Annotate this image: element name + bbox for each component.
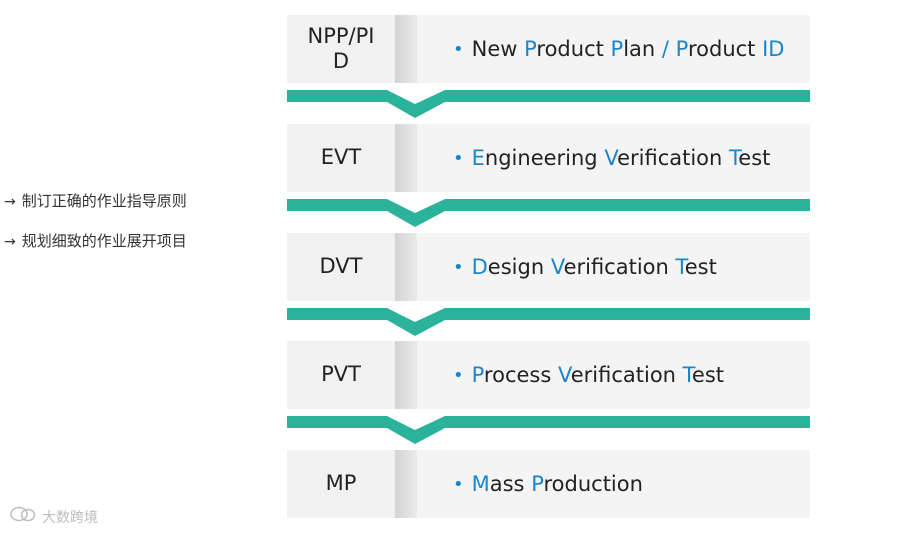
description-text-part: erification: [617, 146, 730, 170]
description-text-part: roduct: [687, 37, 763, 61]
stage-dvt: DVT • Design Verification Test: [287, 233, 810, 301]
stage-code: MP: [287, 450, 395, 518]
stage-fold: [395, 15, 417, 83]
highlighted-letter: T: [675, 255, 685, 279]
highlighted-letter: V: [604, 146, 618, 170]
chevron-connector: [287, 90, 810, 118]
description-text-part: est: [691, 363, 725, 387]
note-item: → 规划细致的作业展开项目: [4, 232, 187, 252]
description-text-part: rocess: [483, 363, 558, 387]
description-text-part: est: [684, 255, 717, 279]
bullet-icon: •: [453, 364, 464, 386]
highlighted-letter: P: [610, 37, 624, 61]
stage-description-text: Engineering Verification Test: [472, 146, 771, 170]
highlighted-letter: T: [682, 363, 692, 387]
description-text-part: [669, 37, 676, 61]
stage-code-line: PVT: [321, 362, 361, 387]
description-text-part: lan: [623, 37, 662, 61]
note-item: → 制订正确的作业指导原则: [4, 192, 187, 212]
stage-code-line: EVT: [320, 145, 362, 170]
stage-code-line: DVT: [319, 254, 363, 279]
stage-description: • Mass Production: [417, 450, 810, 518]
highlighted-letter: T: [729, 146, 739, 170]
stage-mp: MP • Mass Production: [287, 450, 810, 518]
highlighted-letter: V: [550, 255, 564, 279]
stage-evt: EVT • Engineering Verification Test: [287, 124, 810, 192]
description-text-part: ass: [489, 472, 532, 496]
highlighted-letter: P: [675, 37, 688, 61]
stage-code-line: NPP/PI: [307, 23, 375, 48]
description-text-part: est: [738, 146, 771, 170]
description-text-part: New: [471, 37, 525, 61]
chevron-connector: [287, 308, 810, 336]
highlighted-letter: D: [471, 255, 488, 279]
stage-description-text: Process Verification Test: [472, 363, 724, 387]
description-text-part: ngineering: [484, 146, 605, 170]
stage-fold: [395, 233, 417, 301]
description-text-part: roduction: [543, 472, 643, 496]
highlighted-letter: P: [471, 363, 484, 387]
stage-fold: [395, 124, 417, 192]
right-arrow-icon: →: [4, 194, 16, 210]
note-text: 制订正确的作业指导原则: [21, 192, 187, 210]
stage-code: PVT: [287, 341, 395, 409]
chevron-connector: [287, 199, 810, 227]
stage-description: • Process Verification Test: [417, 341, 810, 409]
highlighted-letter: E: [471, 146, 485, 170]
stage-npp-pid: NPP/PI D • New Product Plan / Product ID: [287, 15, 810, 83]
highlighted-letter: V: [557, 363, 571, 387]
bullet-icon: •: [453, 473, 464, 495]
bullet-icon: •: [453, 147, 464, 169]
stage-code-line: MP: [325, 471, 357, 496]
description-text-part: roduct: [536, 37, 611, 61]
bullet-icon: •: [453, 256, 464, 278]
stage-description: • Engineering Verification Test: [417, 124, 810, 192]
watermark: 大数跨境: [10, 506, 98, 527]
highlighted-letter: P: [531, 472, 544, 496]
stage-code: DVT: [287, 233, 395, 301]
stage-pvt: PVT • Process Verification Test: [287, 341, 810, 409]
stage-description-text: Design Verification Test: [472, 255, 717, 279]
notes-list: → 制订正确的作业指导原则 → 规划细致的作业展开项目: [4, 192, 187, 271]
note-text: 规划细致的作业展开项目: [21, 231, 187, 250]
right-arrow-icon: →: [4, 233, 16, 250]
stage-fold: [395, 450, 417, 518]
stage-description-text: New Product Plan / Product ID: [472, 37, 785, 61]
watermark-text: 大数跨境: [42, 510, 98, 526]
chevron-connector: [287, 416, 810, 444]
highlighted-letter: P: [524, 37, 537, 61]
stage-code-line: D: [332, 49, 350, 73]
stage-description: • Design Verification Test: [417, 233, 810, 301]
stage-code: NPP/PI D: [287, 15, 395, 83]
description-text-part: erification: [563, 255, 676, 279]
stage-description: • New Product Plan / Product ID: [417, 15, 810, 83]
highlighted-letter: /: [661, 37, 669, 61]
description-text-part: esign: [487, 255, 551, 279]
wechat-logo-icon: [10, 506, 36, 522]
highlighted-letter: ID: [762, 37, 785, 61]
description-text-part: erification: [570, 363, 683, 387]
stage-fold: [395, 341, 417, 409]
highlighted-letter: M: [471, 472, 490, 496]
stage-code: EVT: [287, 124, 395, 192]
stage-description-text: Mass Production: [472, 472, 643, 496]
bullet-icon: •: [453, 38, 464, 60]
